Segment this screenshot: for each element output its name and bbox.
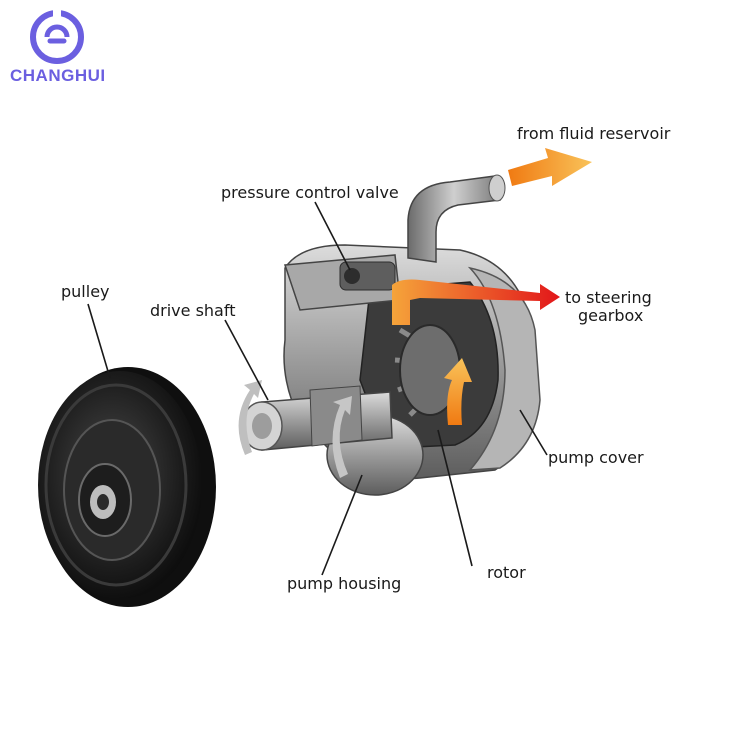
- gearbox-label: gearbox: [578, 306, 644, 325]
- drive-shaft-label: drive shaft: [150, 301, 236, 320]
- brand-name: CHANGHUI: [10, 66, 106, 85]
- pulley-part: [38, 367, 216, 607]
- inlet-flow-arrow-icon: [508, 148, 592, 186]
- pump-body-part: [283, 174, 541, 496]
- rotor-flow-arrow-icon: [444, 358, 472, 425]
- pressure-control-valve-label: pressure control valve: [221, 183, 399, 202]
- pump-housing-label: pump housing: [287, 574, 402, 593]
- rotor-label: rotor: [487, 563, 526, 582]
- drive-shaft-part: [238, 380, 393, 478]
- from-fluid-reservoir-label: from fluid reservoir: [517, 124, 671, 143]
- outlet-flow-arrow-icon: [392, 279, 560, 325]
- pulley-label: pulley: [61, 282, 110, 301]
- to-steering-label: to steering: [565, 288, 652, 307]
- changhui-logo-icon: [30, 10, 84, 64]
- pump-cover-label: pump cover: [548, 448, 644, 467]
- leader-lines: [87, 201, 548, 576]
- flow-arrows: [392, 148, 592, 425]
